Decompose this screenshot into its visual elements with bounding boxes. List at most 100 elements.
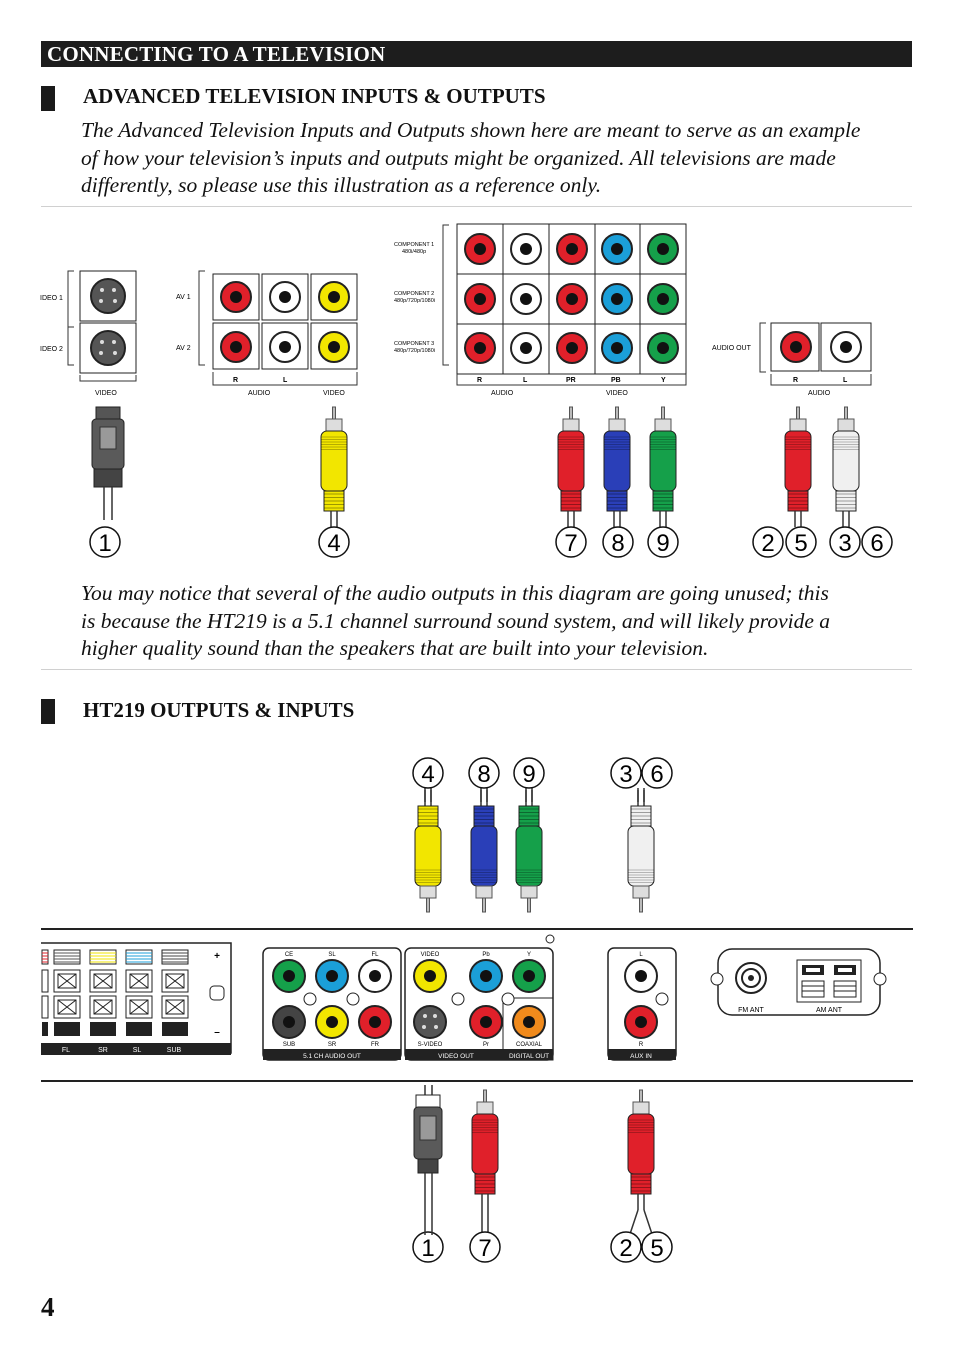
svideo-panel: IDEO 1 IDEO 2 VIDEO xyxy=(40,270,137,397)
note-line: You may notice that several of the audio… xyxy=(81,581,829,605)
subsection-marker xyxy=(41,86,55,111)
jack-label: Y xyxy=(527,952,531,958)
component-row-name: COMPONENT 3 xyxy=(394,341,434,347)
cable-number-9: 9 xyxy=(647,526,679,558)
advanced-title: ADVANCED TELEVISION INPUTS & OUTPUTS xyxy=(83,84,546,108)
svg-text:2: 2 xyxy=(619,1235,632,1262)
note-line: higher quality sound than the speakers t… xyxy=(81,636,709,660)
svg-text:6: 6 xyxy=(650,761,663,788)
intro-line: The Advanced Television Inputs and Outpu… xyxy=(81,118,861,142)
video-out-panel: VIDEO Pb Y S-VIDEO Pr COAXIAL VIDEO OUT … xyxy=(404,934,555,1061)
speaker-label: SR xyxy=(98,1047,108,1054)
speaker-terminals: + – FL SR SL SUB xyxy=(41,942,232,1055)
svg-text:7: 7 xyxy=(564,530,577,557)
speaker-terminal-top xyxy=(41,949,49,965)
ht219-title: HT219 OUTPUTS & INPUTS xyxy=(83,698,355,722)
audio-out-bottom-label: AUDIO xyxy=(808,390,831,397)
component-row-name: COMPONENT 2 xyxy=(394,291,434,297)
component-col-label: Y xyxy=(661,377,666,384)
rca-plug-yellow xyxy=(320,406,348,527)
speaker-terminal-clip xyxy=(41,995,49,1019)
speaker-terminal-bottom xyxy=(126,1022,152,1036)
rca-jack-red xyxy=(220,281,252,313)
jack-label: S-VIDEO xyxy=(418,1042,443,1048)
minus-sign: – xyxy=(214,1027,220,1038)
panel-title: AUX IN xyxy=(630,1053,652,1060)
rca-plug-white xyxy=(832,406,860,527)
rca-jack-white xyxy=(269,281,301,313)
am-ant-label: AM ANT xyxy=(816,1007,843,1014)
rca-plug-blue xyxy=(603,406,631,527)
subsection-marker xyxy=(41,699,55,724)
svg-text:9: 9 xyxy=(522,761,535,788)
cable-number-4: 4 xyxy=(412,757,444,789)
cable-number-1: 1 xyxy=(412,1231,444,1263)
component-video-label: VIDEO xyxy=(606,390,628,397)
cable-number-1: 1 xyxy=(89,526,121,558)
tv-connection-diagram: IDEO 1 IDEO 2 VIDEO AV 1 AV 2 R L AUDIO … xyxy=(40,223,893,558)
rca-plug-red xyxy=(627,1089,655,1210)
jack-label: SR xyxy=(328,1042,337,1048)
svg-text:4: 4 xyxy=(421,761,434,788)
av-audio-label: AUDIO xyxy=(248,390,271,397)
antenna-panel: FM ANT AM ANT xyxy=(710,948,887,1016)
cable-number-8: 8 xyxy=(468,757,500,789)
cable-number-7: 7 xyxy=(555,526,587,558)
speaker-terminal-clip xyxy=(41,969,49,993)
svg-text:1: 1 xyxy=(421,1235,434,1262)
av-video-label: VIDEO xyxy=(323,390,345,397)
component-row-res: 480p/720p/1080i xyxy=(394,298,435,304)
cable-number-6: 6 xyxy=(861,526,893,558)
rca-jack-yellow xyxy=(318,281,350,313)
svg-text:3: 3 xyxy=(619,761,632,788)
jack-label: SL xyxy=(328,952,336,958)
svg-text:5: 5 xyxy=(650,1235,663,1262)
speaker-terminal-bottom xyxy=(90,1022,116,1036)
cable-number-8: 8 xyxy=(602,526,634,558)
svg-text:2: 2 xyxy=(761,530,774,557)
rca-plug-white xyxy=(627,790,655,913)
audio-out-label: AUDIO OUT xyxy=(712,345,752,352)
av-col-label: L xyxy=(283,377,288,384)
divider xyxy=(41,206,912,207)
jack-label: FR xyxy=(371,1042,380,1048)
rca-plug-yellow xyxy=(414,790,442,913)
component-audio-label: AUDIO xyxy=(491,390,514,397)
component-col-label: PB xyxy=(611,377,621,384)
jack-label: COAXIAL xyxy=(516,1042,543,1048)
section-header-bar: CONNECTING TO A TELEVISION xyxy=(41,41,912,67)
intro-line: of how your television’s inputs and outp… xyxy=(81,145,836,170)
component-col-label: PR xyxy=(566,377,576,384)
advanced-intro: The Advanced Television Inputs and Outpu… xyxy=(81,117,921,200)
svg-text:8: 8 xyxy=(477,761,490,788)
rca-plug-green xyxy=(649,406,677,527)
speaker-terminal-bottom xyxy=(42,1022,48,1036)
rca-plug-red xyxy=(557,406,585,527)
svg-text:7: 7 xyxy=(478,1235,491,1262)
component-panel: COMPONENT 1 480i/480p COMPONENT 2 480p/7… xyxy=(394,223,687,397)
jack-label: Pb xyxy=(482,952,490,958)
note-line: is because the HT219 is a 5.1 channel su… xyxy=(81,608,831,633)
panel-title: VIDEO OUT xyxy=(438,1053,474,1060)
rca-plug-red xyxy=(784,406,812,527)
jack-label: SUB xyxy=(283,1042,295,1048)
cable-number-2: 2 xyxy=(610,1231,642,1263)
svg-text:9: 9 xyxy=(656,530,669,557)
jack-label: R xyxy=(639,1042,644,1048)
cable-number-9: 9 xyxy=(513,757,545,789)
svideo-row-label: IDEO 2 xyxy=(40,346,63,353)
unused-outputs-note: You may notice that several of the audio… xyxy=(81,580,921,663)
cable-number-3: 3 xyxy=(829,526,861,558)
svg-text:8: 8 xyxy=(611,530,624,557)
svideo-row-label: IDEO 1 xyxy=(40,295,63,302)
component-col-label: L xyxy=(523,377,528,384)
svideo-jack xyxy=(90,330,126,366)
svg-text:4: 4 xyxy=(327,530,340,557)
jack-label: FL xyxy=(371,952,379,958)
ht219-connection-diagram: 4 8 9 3 6 1 7 2 5 + – FL SR SL SUB CE xyxy=(41,757,913,1263)
svideo-bottom-label: VIDEO xyxy=(95,390,117,397)
av-col-label: R xyxy=(233,377,238,384)
audio-out-51-panel: CE SL FL SUB SR FR 5.1 CH AUDIO OUT xyxy=(262,947,402,1061)
component-row-res: 480p/720p/1080i xyxy=(394,348,435,354)
jack-label: L xyxy=(639,952,643,958)
